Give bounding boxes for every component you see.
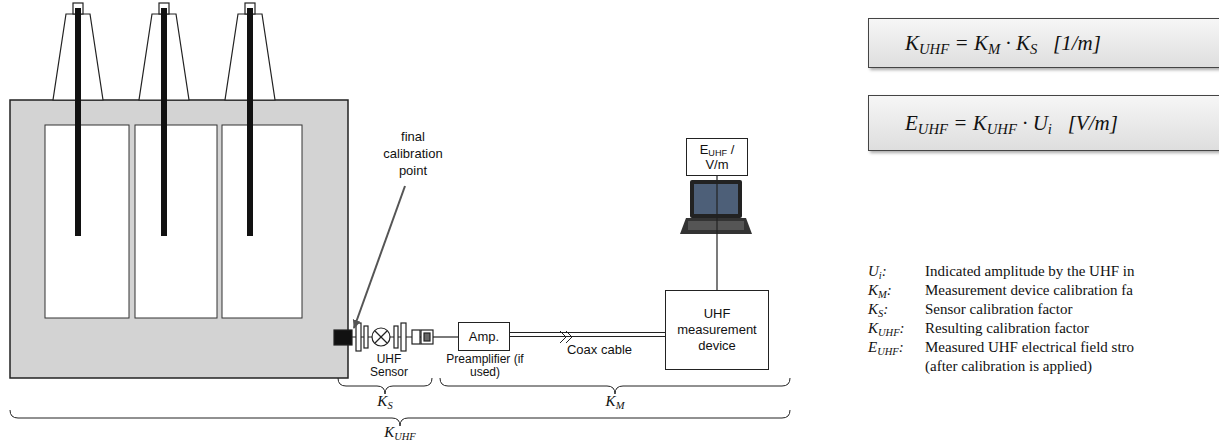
braces xyxy=(10,378,790,426)
part-label: Preamplifier (if used) xyxy=(446,353,524,379)
laptop-icon xyxy=(680,180,752,234)
node-text: EUHF = KUHF · Ui [V/m] xyxy=(905,111,1118,136)
conductor-rods xyxy=(75,8,253,236)
edge-label: Coax cable xyxy=(567,342,632,357)
transformer-tank xyxy=(10,100,348,378)
connector xyxy=(510,333,665,337)
legend-symbol: Ui: xyxy=(868,262,887,280)
legend-symbol: EUHF: xyxy=(868,338,904,356)
formula-box: KUHF = KM · KS [1/m] xyxy=(868,18,1219,68)
connector xyxy=(717,176,718,290)
measurement-device-box: UHF measurement device xyxy=(665,290,769,370)
node-text: Amp. xyxy=(469,329,499,344)
legend-symbol: KM: xyxy=(868,281,892,299)
legend-symbol: KUHF: xyxy=(868,319,905,337)
factor-label: KS xyxy=(377,393,392,410)
legend-symbol: KS: xyxy=(868,300,888,318)
winding-windows xyxy=(45,125,302,318)
amplifier-box: Amp. xyxy=(458,322,510,351)
display-box: EUHF / V/m xyxy=(686,138,748,176)
callout-text: final calibration point xyxy=(378,128,448,179)
legend-text: Measurement device calibration fa xyxy=(925,281,1133,299)
legend-text: Sensor calibration factor xyxy=(925,300,1072,318)
formula-box: EUHF = KUHF · Ui [V/m] xyxy=(868,95,1219,151)
leader-arrow xyxy=(354,186,405,328)
legend-text: Measured UHF electrical field stro xyxy=(925,338,1134,356)
legend-text: (after calibration is applied) xyxy=(925,357,1092,375)
node-text: KUHF = KM · KS [1/m] xyxy=(905,31,1101,56)
legend-text: Indicated amplitude by the UHF in xyxy=(925,262,1135,280)
node-text: UHF measurement device xyxy=(672,306,762,354)
factor-label: KUHF xyxy=(384,424,416,441)
node-text: EUHF / V/m xyxy=(689,142,745,172)
uhf-sensor xyxy=(334,323,458,351)
part-label: UHF Sensor xyxy=(362,353,416,379)
factor-label: KM xyxy=(606,393,625,410)
legend-text: Resulting calibration factor xyxy=(925,319,1089,337)
